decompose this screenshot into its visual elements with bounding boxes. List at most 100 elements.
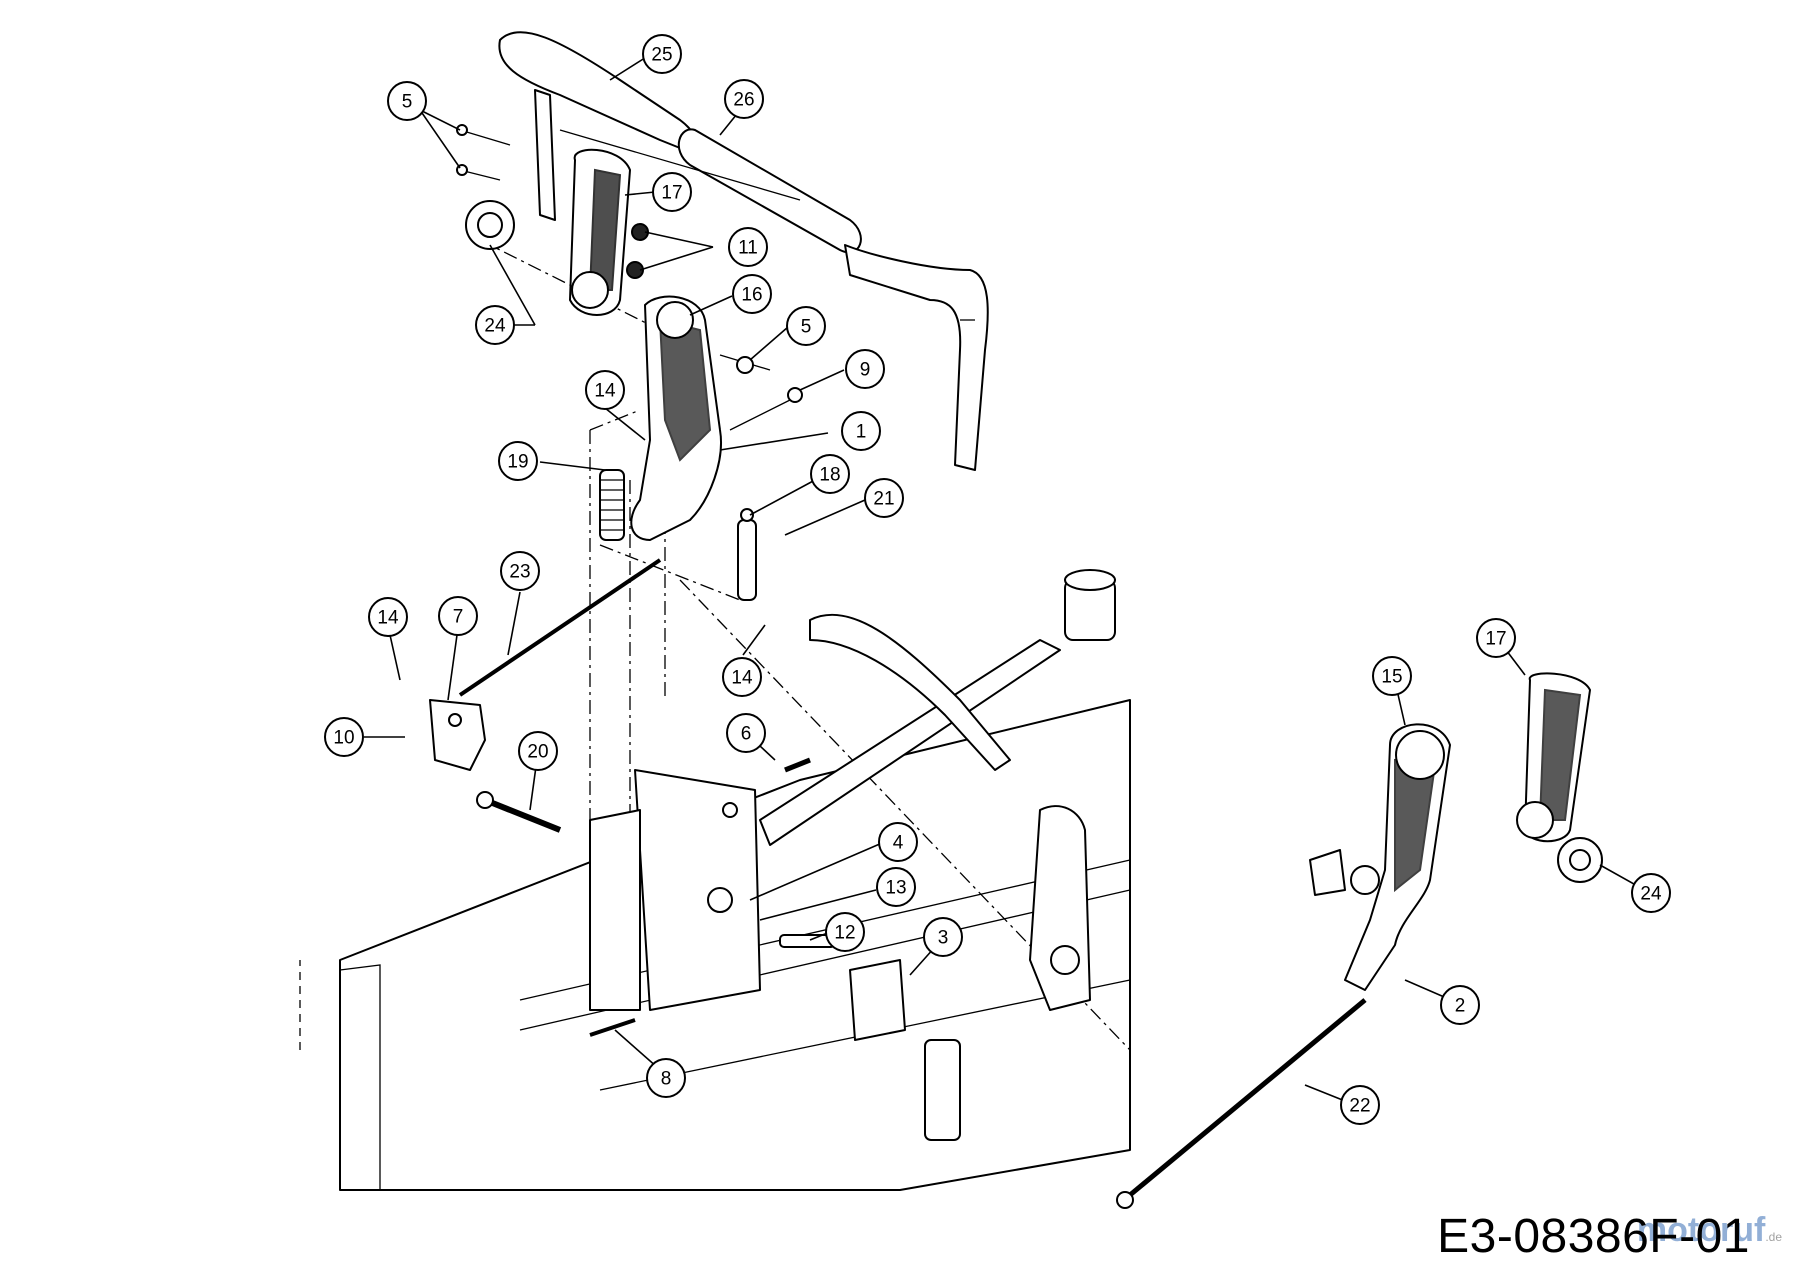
callout-label: 7: [453, 607, 464, 628]
callout-label: 22: [1349, 1096, 1370, 1117]
callout-circle: [324, 717, 364, 757]
callout-circle: [722, 657, 762, 697]
callout-circle: [475, 305, 515, 345]
callout-label: 4: [893, 833, 904, 854]
handle-bar-assembly: [498, 31, 989, 471]
callout-c3: 3: [923, 917, 963, 957]
callout-c15: 15: [1372, 656, 1412, 696]
callout-c25: 25: [642, 34, 682, 74]
callout-c17b: 17: [1476, 618, 1516, 658]
callout-circle: [1340, 1085, 1380, 1125]
drawing-code: E3-08386F-01: [1437, 1210, 1750, 1263]
callout-label: 8: [661, 1069, 672, 1090]
control-lever: [630, 295, 722, 541]
leader-lines: [364, 55, 1651, 1106]
callout-circle: [498, 441, 538, 481]
callout-circle: [825, 912, 865, 952]
callout-label: 12: [834, 923, 855, 944]
callout-c24a: 24: [475, 305, 515, 345]
callout-circle: [518, 731, 558, 771]
rod-23: [458, 558, 662, 697]
callout-circle: [1372, 656, 1412, 696]
callout-c8: 8: [646, 1058, 686, 1098]
tractor-frame: [339, 569, 1131, 1191]
callout-circle: [878, 822, 918, 862]
callout-c2: 2: [1440, 985, 1480, 1025]
callout-c14c: 14: [722, 657, 762, 697]
callout-c20: 20: [518, 731, 558, 771]
callout-circle: [642, 34, 682, 74]
callout-c12: 12: [825, 912, 865, 952]
callout-c19: 19: [498, 441, 538, 481]
callout-c11: 11: [728, 227, 768, 267]
callout-c13: 13: [876, 867, 916, 907]
control-arm-left: [569, 148, 631, 316]
callout-circle: [1476, 618, 1516, 658]
callout-label: 14: [594, 381, 616, 402]
callout-c22: 22: [1340, 1085, 1380, 1125]
callout-label: 5: [402, 92, 413, 113]
callout-c1: 1: [841, 411, 881, 451]
pin-fasteners-top: [456, 124, 511, 181]
knob-top: [465, 200, 515, 250]
callout-label: 17: [661, 183, 682, 204]
callout-circle: [786, 306, 826, 346]
callout-circle: [726, 713, 766, 753]
callout-label: 1: [856, 422, 867, 443]
watermark: motoruf.de: [1636, 1211, 1782, 1249]
callout-circle: [368, 597, 408, 637]
callout-circle: [1440, 985, 1480, 1025]
callout-label: 24: [484, 316, 506, 337]
callout-label: 2: [1455, 996, 1466, 1017]
gas-spring-18: [737, 508, 757, 601]
callout-circle: [732, 274, 772, 314]
nuts-11: [626, 223, 649, 279]
callout-label: 19: [507, 452, 528, 473]
callout-circle: [646, 1058, 686, 1098]
spring-19: [599, 469, 625, 541]
callout-label: 24: [1640, 884, 1662, 905]
callout-c9: 9: [845, 349, 885, 389]
callout-label: 16: [741, 285, 762, 306]
callout-label: 9: [860, 360, 871, 381]
callout-c10: 10: [324, 717, 364, 757]
callout-circle: [652, 172, 692, 212]
callout-c21: 21: [864, 478, 904, 518]
callout-c16: 16: [732, 274, 772, 314]
callout-label: 11: [738, 238, 758, 259]
callout-label: 21: [873, 489, 894, 510]
callout-circle: [876, 867, 916, 907]
callout-circle: [810, 454, 850, 494]
callout-label: 14: [377, 608, 399, 629]
callout-circle: [438, 596, 478, 636]
callout-label: 14: [731, 668, 753, 689]
callout-label: 26: [733, 90, 754, 111]
callout-label: 25: [651, 45, 672, 66]
pins-5-9: [719, 354, 803, 431]
bracket-7: [429, 699, 486, 771]
callout-circle: [841, 411, 881, 451]
callout-circle: [387, 81, 427, 121]
callout-c4: 4: [878, 822, 918, 862]
callout-c6: 6: [726, 713, 766, 753]
callout-label: 20: [527, 742, 548, 763]
callout-circle: [864, 478, 904, 518]
callout-c26: 26: [724, 79, 764, 119]
callout-c17a: 17: [652, 172, 692, 212]
callout-c14b: 14: [368, 597, 408, 637]
callout-label: 10: [333, 728, 354, 749]
callout-label: 18: [819, 465, 840, 486]
callout-c24b: 24: [1631, 873, 1671, 913]
callout-circle: [724, 79, 764, 119]
callout-label: 17: [1485, 629, 1506, 650]
callout-circle: [1631, 873, 1671, 913]
callout-label: 3: [938, 928, 949, 949]
callout-label: 23: [509, 562, 530, 583]
callout-c14a: 14: [585, 370, 625, 410]
right-detail-assembly: [1116, 672, 1603, 1209]
callout-label: 6: [741, 724, 752, 745]
callout-c18: 18: [810, 454, 850, 494]
callout-circle: [728, 227, 768, 267]
